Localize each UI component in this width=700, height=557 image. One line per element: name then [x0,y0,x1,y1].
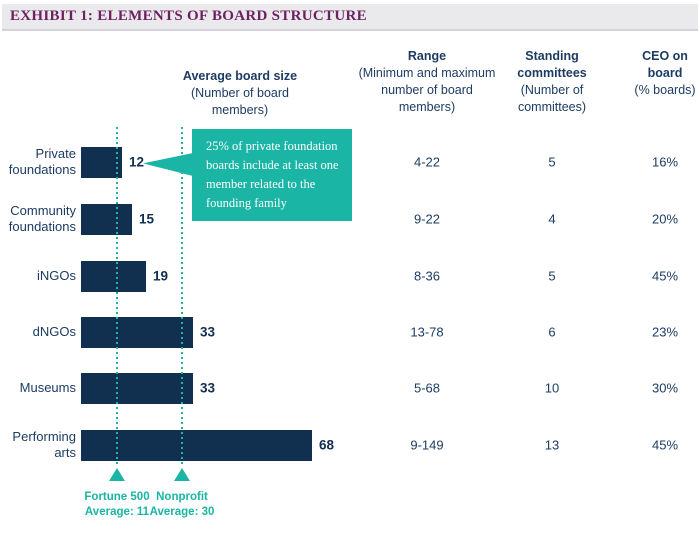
exhibit-title: EXHIBIT 1: ELEMENTS OF BOARD STRUCTURE [10,8,367,24]
ceo-cell: 30% [651,380,679,396]
category-label: Museums [19,380,76,395]
column-title: Standing committees [517,49,587,80]
committees-cell: 6 [548,324,556,340]
column-title: Range [407,49,447,63]
category-label: Performing arts [12,429,76,460]
range-cell: 9-22 [413,211,441,227]
ceo-cell: 16% [651,154,679,170]
bar-value-label: 12 [129,154,145,170]
committees-cell: 5 [548,154,556,170]
column-subtitle: (Number of committees) [517,83,587,114]
reference-line [181,127,183,465]
ceo-cell: 45% [651,437,679,453]
range-cell: 8-36 [413,268,441,284]
column-title: Average board size [182,69,298,83]
ceo-cell: 20% [651,211,679,227]
bar [81,429,312,461]
bar-value-label: 68 [319,437,335,453]
range-cell: 13-78 [410,324,444,340]
bar [81,316,193,348]
committees-cell: 13 [544,437,560,453]
column-title: CEO on board [642,49,688,80]
column-header-standing-committees: Standing committees (Number of committee… [494,48,610,116]
bar [81,260,146,292]
column-subtitle: (Minimum and maximum number of board mem… [358,66,496,114]
category-label: Private foundations [8,146,76,177]
ceo-cell: 45% [651,268,679,284]
column-header-range: Range (Minimum and maximum number of boa… [357,48,497,116]
reference-line [116,127,118,465]
column-header-ceo-on-board: CEO on board (% boards) [621,48,700,99]
callout-pointer-icon [143,153,193,176]
category-label: iNGOs [37,268,76,283]
category-label: Community foundations [8,203,76,234]
exhibit-title-bar: EXHIBIT 1: ELEMENTS OF BOARD STRUCTURE [2,4,698,31]
committees-cell: 4 [548,211,556,227]
bar [81,372,193,404]
committees-cell: 10 [544,380,560,396]
triangle-up-icon [174,468,190,481]
reference-label: Fortune 500 Average: 11 [84,491,150,518]
callout-box: 25% of private foundation boards include… [192,129,352,221]
column-subtitle: (% boards) [634,83,696,97]
range-cell: 4-22 [413,154,441,170]
bar [81,146,122,178]
triangle-up-icon [109,468,125,481]
column-header-average-board-size: Average board size (Number of board memb… [150,68,330,119]
bar-value-label: 19 [153,268,169,284]
bar-value-label: 15 [139,211,155,227]
range-cell: 9-149 [410,437,444,453]
bar-value-label: 33 [200,380,216,396]
range-cell: 5-68 [413,380,441,396]
ceo-cell: 23% [651,324,679,340]
bar-value-label: 33 [200,324,216,340]
committees-cell: 5 [548,268,556,284]
column-subtitle: (Number of board members) [191,86,289,117]
bar [81,203,132,235]
category-label: dNGOs [32,324,76,339]
reference-label: Nonprofit Average: 30 [149,491,215,518]
